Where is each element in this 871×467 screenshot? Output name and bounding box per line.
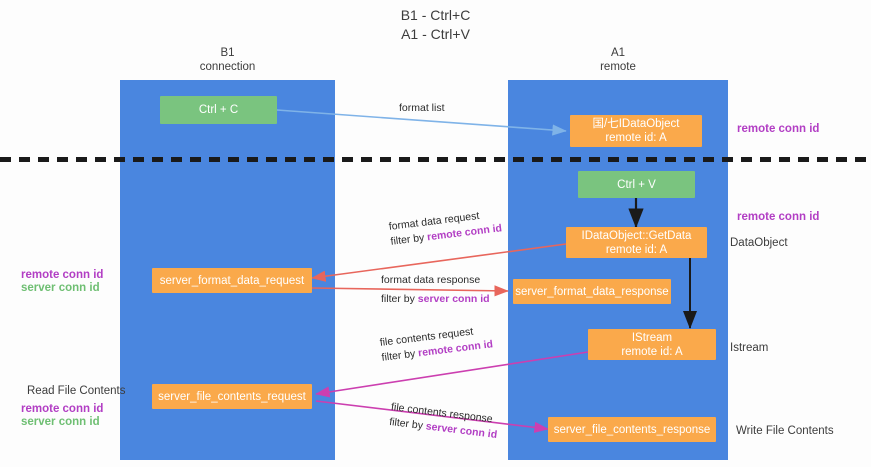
swimlane-a1-subtitle: remote <box>600 61 636 73</box>
node-istream[interactable]: IStream remote id: A <box>588 329 716 360</box>
phase-separator <box>0 157 871 162</box>
node-server-file-contents-response[interactable]: server_file_contents_response <box>548 417 716 442</box>
swimlane-header-a1: A1 remote <box>508 46 728 74</box>
swimlane-b1-subtitle: connection <box>199 61 256 73</box>
edge-format-data-response-main: format data response <box>381 274 481 286</box>
node-idataobject-getdata[interactable]: IDataObject::GetData remote id: A <box>566 227 707 258</box>
node-file-contents-response-label: server_file_contents_response <box>553 423 711 436</box>
node-server-file-contents-request[interactable]: server_file_contents_request <box>152 384 312 409</box>
edge-label-format-data-request: format data request filter by remote con… <box>388 206 503 249</box>
node-server-format-data-request[interactable]: server_format_data_request <box>152 268 312 293</box>
filter-key-server-conn-id: server conn id <box>417 293 490 305</box>
node-istream-line2: remote id: A <box>621 345 683 358</box>
node-idataobject[interactable]: 国/七IDataObject remote id: A <box>570 115 702 147</box>
annotation-left-remote-conn-id: remote conn id <box>21 269 104 281</box>
node-file-contents-request-label: server_file_contents_request <box>158 390 306 403</box>
annotation-read-file-contents: Read File Contents <box>27 385 126 397</box>
node-istream-line1: IStream <box>631 331 673 344</box>
annotation-istream: Istream <box>730 342 769 354</box>
annotation-left-server-conn-id: server conn id <box>21 282 100 294</box>
node-getdata-line1: IDataObject::GetData <box>581 229 692 242</box>
node-ctrl-c[interactable]: Ctrl + C <box>160 96 277 124</box>
node-ctrl-v-label: Ctrl + V <box>617 178 656 191</box>
annotation-remote-conn-id-mid: remote conn id <box>737 211 820 223</box>
node-getdata-line2: remote id: A <box>605 243 668 256</box>
node-ctrl-c-label: Ctrl + C <box>198 104 239 116</box>
edge-label-file-contents-request: file contents request filter by remote c… <box>379 322 494 365</box>
title-line-1: B1 - Ctrl+C <box>400 7 471 23</box>
annotation-left-remote-conn-id-2: remote conn id <box>21 403 104 415</box>
annotation-write-file-contents: Write File Contents <box>736 425 834 437</box>
node-format-data-response-label: server_format_data_response <box>515 285 669 298</box>
edge-format-data-response-filter: filter by server conn id <box>381 293 490 305</box>
edge-label-format-data-response: format data response filter by server co… <box>381 273 490 307</box>
node-server-format-data-response[interactable]: server_format_data_response <box>513 279 671 304</box>
annotation-remote-conn-id-top: remote conn id <box>737 123 820 135</box>
edge-label-format-list: format list <box>399 102 445 114</box>
node-format-data-request-label: server_format_data_request <box>159 274 305 287</box>
title-line-2: A1 - Ctrl+V <box>401 26 470 42</box>
node-idataobject-line2: remote id: A <box>605 132 667 144</box>
node-ctrl-v[interactable]: Ctrl + V <box>578 171 695 198</box>
node-idataobject-line1: 国/七IDataObject <box>592 118 680 130</box>
swimlane-a1-name: A1 <box>610 47 626 59</box>
page-title: B1 - Ctrl+C A1 - Ctrl+V <box>0 6 871 44</box>
swimlane-header-b1: B1 connection <box>120 46 335 74</box>
annotation-left-server-conn-id-2: server conn id <box>21 416 100 428</box>
swimlane-b1-name: B1 <box>220 47 235 59</box>
edge-label-file-contents-response: file contents response filter by server … <box>388 400 499 443</box>
annotation-dataobject: DataObject <box>730 237 788 249</box>
